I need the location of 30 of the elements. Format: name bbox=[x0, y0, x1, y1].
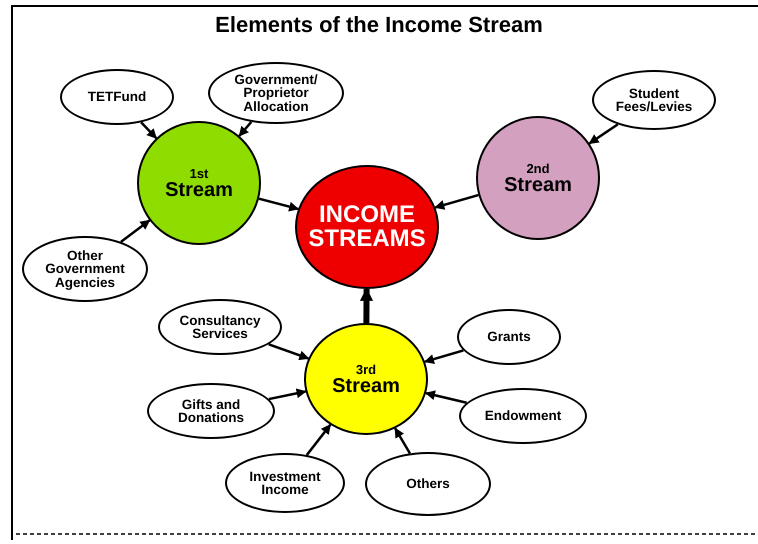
node-label: TETFund bbox=[86, 90, 148, 104]
stream-label: Stream bbox=[331, 376, 401, 396]
arrow bbox=[425, 390, 467, 404]
arrow bbox=[394, 428, 411, 454]
node-label: Gifts and Donations bbox=[177, 398, 245, 424]
node-label: Grants bbox=[486, 330, 532, 344]
node-label: Other Government Agencies bbox=[44, 248, 126, 290]
arrow bbox=[424, 349, 464, 364]
arrow bbox=[268, 388, 307, 400]
stream-number: 1st bbox=[188, 166, 210, 180]
node-label: Others bbox=[405, 477, 451, 491]
arrow bbox=[588, 123, 618, 144]
stream-number: 3rd bbox=[354, 362, 378, 376]
stream-label: Stream bbox=[503, 174, 573, 194]
node-label: Endowment bbox=[484, 409, 562, 423]
arrow bbox=[120, 219, 150, 243]
node-label: Student Fees/Levies bbox=[614, 86, 694, 114]
arrow bbox=[434, 194, 479, 210]
arrow bbox=[268, 343, 310, 360]
stream-number: 2nd bbox=[525, 162, 551, 174]
arrow bbox=[238, 121, 252, 137]
arrow bbox=[306, 424, 332, 456]
title: Elements of the Income Stream bbox=[214, 12, 544, 38]
node-label: Consultancy Services bbox=[178, 314, 262, 340]
node-label: Investment Income bbox=[248, 470, 322, 496]
arrow bbox=[258, 198, 300, 212]
node-label: Government/ Proprietor Allocation bbox=[233, 72, 319, 114]
arrow bbox=[360, 288, 374, 324]
node-label: INCOME STREAMS bbox=[307, 203, 427, 251]
stream-label: Stream bbox=[164, 180, 234, 200]
